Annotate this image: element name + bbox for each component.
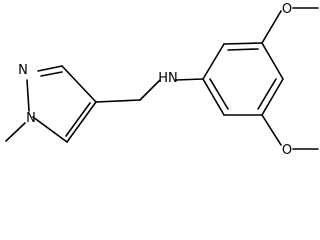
bond-n2-c3 xyxy=(37,65,63,72)
molecule-diagram: N N HN O O xyxy=(5,2,319,158)
bond-b5-o-bottom xyxy=(261,114,282,146)
atom-label-o-top: O xyxy=(282,2,292,17)
bond-ch2-nh xyxy=(139,79,161,101)
bond-c4-ch2 xyxy=(95,99,141,103)
bond-n1-n2 xyxy=(26,79,30,112)
bond-b4-b5-double xyxy=(257,78,277,110)
atom-label-o-bottom: O xyxy=(282,143,292,158)
pyrazole-ring xyxy=(26,65,97,143)
bond-n2-c3-double xyxy=(40,71,63,77)
bond-nh-benzene xyxy=(175,78,204,81)
bond-b4-b5 xyxy=(261,78,284,116)
bond-c3-c4 xyxy=(61,65,97,103)
bond-b3-o-top xyxy=(261,10,282,44)
bond-c4-c5-double xyxy=(65,102,91,137)
bond-c5-n1 xyxy=(32,116,68,143)
bond-n1-methyl xyxy=(5,122,26,142)
atom-label-n1: N xyxy=(26,111,36,126)
bond-b2-b3 xyxy=(223,42,263,45)
bond-b6-b1 xyxy=(202,78,225,116)
bond-b6-b1-double xyxy=(209,78,229,110)
bond-b3-b4 xyxy=(261,42,284,80)
benzene-ring xyxy=(202,42,284,116)
atom-label-n2: N xyxy=(18,63,28,78)
atom-label-amine: HN xyxy=(158,71,178,86)
bond-b2-b3-double xyxy=(227,48,259,51)
bond-c4-c5 xyxy=(66,101,97,143)
bond-b1-b2 xyxy=(202,43,225,80)
